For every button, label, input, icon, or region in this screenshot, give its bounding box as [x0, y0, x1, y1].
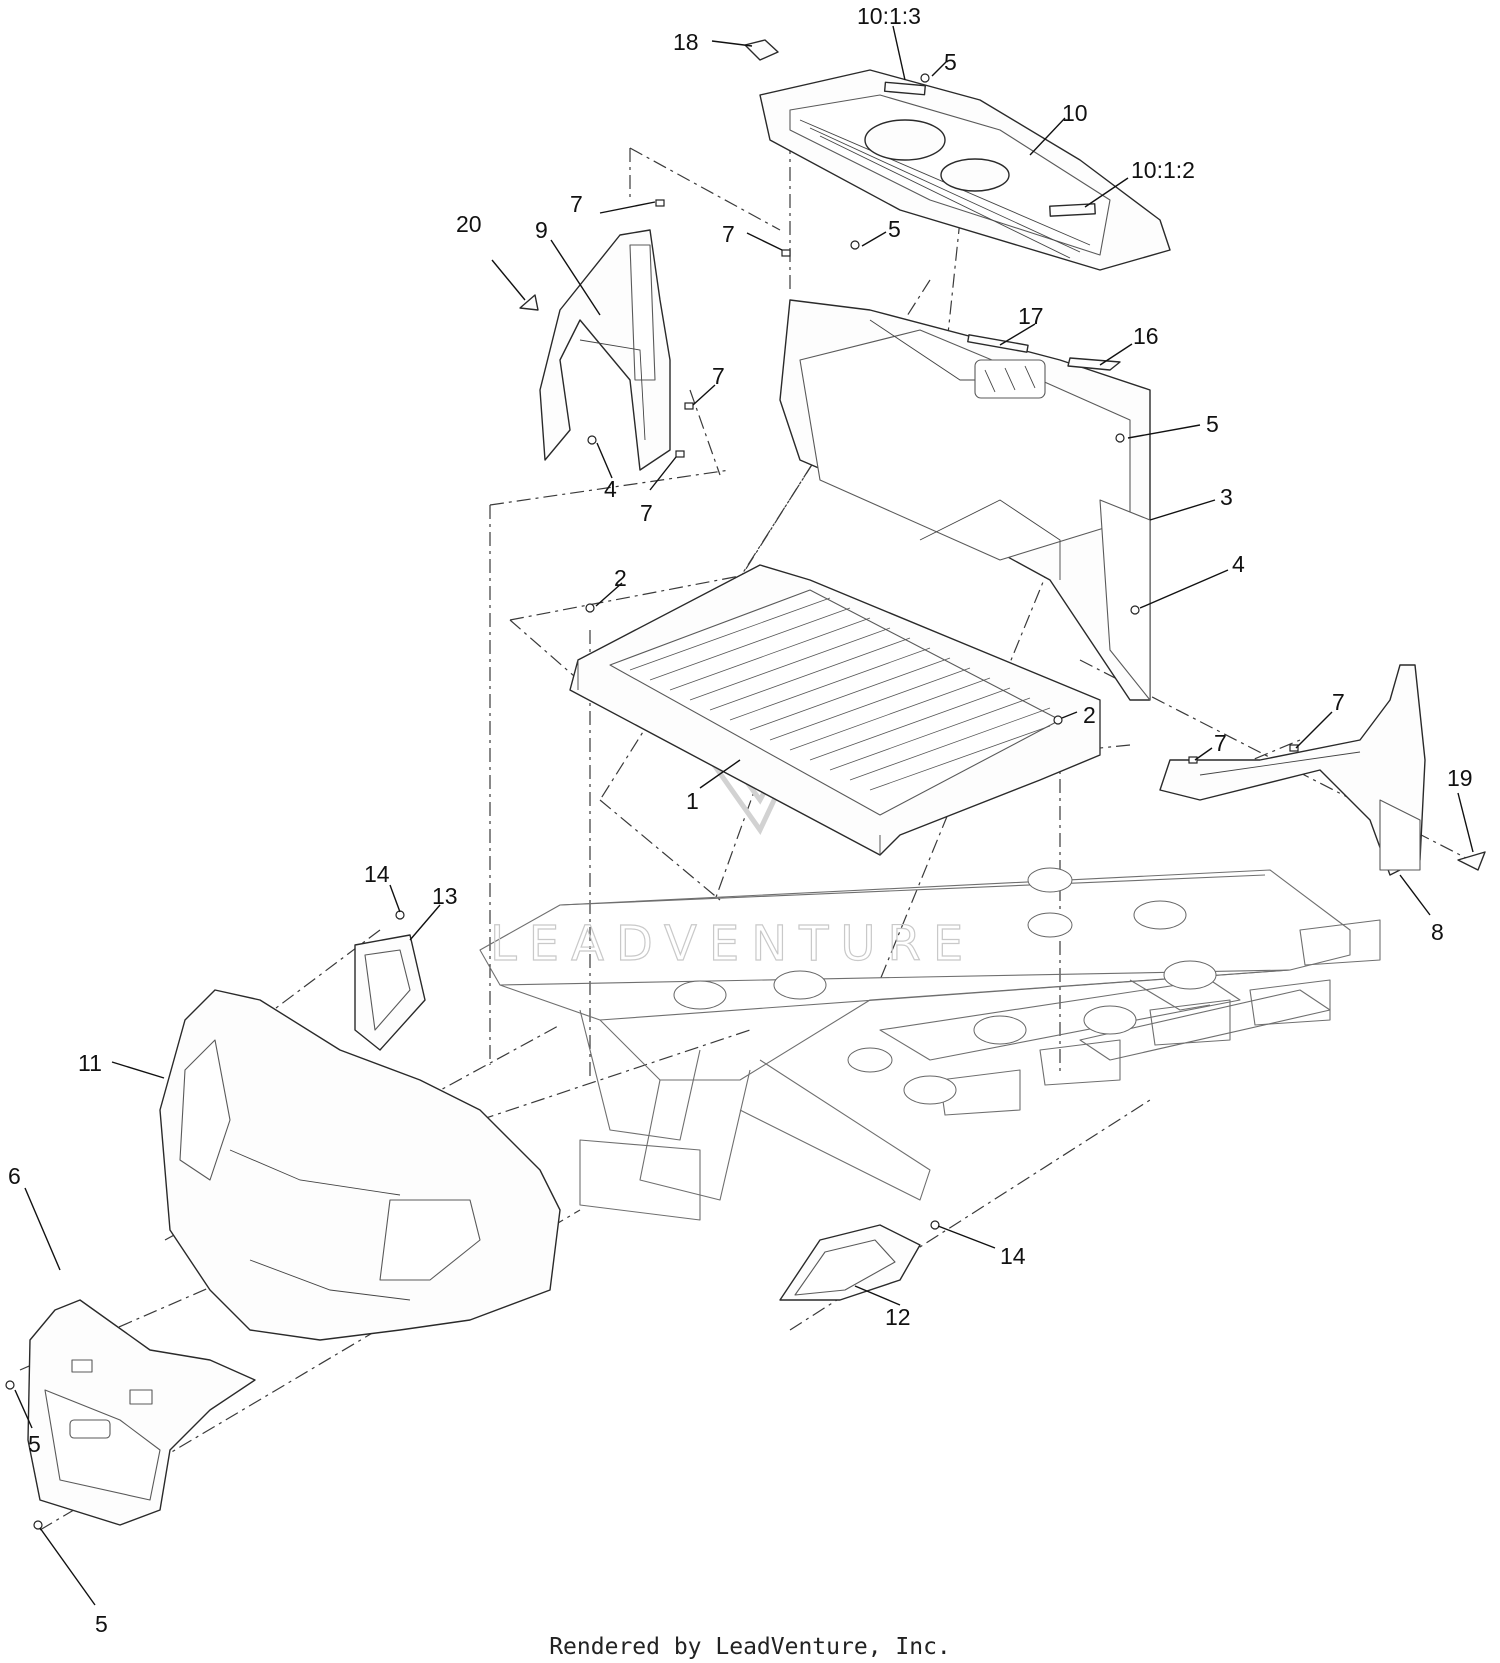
callout-7: 7: [1332, 689, 1345, 715]
callout-5: 5: [95, 1611, 108, 1637]
callout-14: 14: [1000, 1243, 1026, 1269]
callout-14: 14: [364, 861, 390, 887]
callout-20: 20: [456, 211, 482, 237]
watermark-text: LEADVENTURE: [490, 916, 975, 972]
part-18-cap: [744, 39, 779, 61]
callout-2: 2: [1083, 702, 1096, 728]
callout-18: 18: [673, 29, 699, 55]
callout-7: 7: [712, 363, 725, 389]
callout-2: 2: [614, 565, 627, 591]
callout-16: 16: [1133, 323, 1159, 349]
part-17-decal: [967, 334, 1029, 353]
part-20-reflector: [519, 294, 539, 311]
callout-4: 4: [1232, 551, 1245, 577]
render-credit: Rendered by LeadVenture, Inc.: [549, 1634, 951, 1660]
callout-6: 6: [8, 1163, 21, 1189]
callout-5: 5: [28, 1431, 41, 1457]
part-9-left-side-cover: [539, 229, 671, 471]
part-10-1-3-decal: [883, 81, 926, 96]
fasteners: [5, 73, 1299, 1530]
chassis-frame: [479, 867, 1381, 1221]
callout-17: 17: [1018, 303, 1044, 329]
callout-5: 5: [888, 216, 901, 242]
part-8-right-side-cover: [1159, 664, 1426, 876]
callout-7: 7: [722, 221, 735, 247]
assembly-lines: [19, 140, 1471, 1531]
callout-7: 7: [1214, 730, 1227, 756]
callout-3: 3: [1220, 484, 1233, 510]
floor-tread-pattern: [629, 597, 1051, 791]
callout-19: 19: [1447, 765, 1473, 791]
callout-10-1-2: 10:1:2: [1131, 157, 1195, 183]
callout-9: 9: [535, 217, 548, 243]
callout-5: 5: [944, 49, 957, 75]
part-12-right-headlight: [779, 1224, 921, 1301]
part-11-front-hood: [159, 989, 561, 1341]
part-10-top-console: [759, 69, 1171, 271]
callout-5: 5: [1206, 411, 1219, 437]
callout-7: 7: [640, 500, 653, 526]
callout-4: 4: [604, 476, 617, 502]
callout-11: 11: [78, 1050, 102, 1076]
callout-10-1-3: 10:1:3: [857, 3, 921, 29]
callout-7: 7: [570, 191, 583, 217]
part-3-seat-pan: [779, 299, 1151, 701]
callout-12: 12: [885, 1304, 911, 1330]
callout-8: 8: [1431, 919, 1444, 945]
part-10-1-2-decal: [1049, 203, 1096, 217]
part-6-front-bumper: [27, 1299, 256, 1526]
callout-10: 10: [1062, 100, 1088, 126]
small-parts: [519, 39, 1486, 871]
part-19-reflector: [1457, 851, 1486, 871]
callout-labels: 10:1:3 18 5 10 10:1:2 7 7 5 20 9 17 16 7…: [8, 3, 1473, 1637]
callout-13: 13: [432, 883, 458, 909]
part-1-floor-plate: [569, 564, 1101, 856]
leader-lines: [14, 25, 1474, 1606]
callout-1: 1: [686, 788, 699, 814]
part-13-left-headlight: [354, 934, 426, 1051]
